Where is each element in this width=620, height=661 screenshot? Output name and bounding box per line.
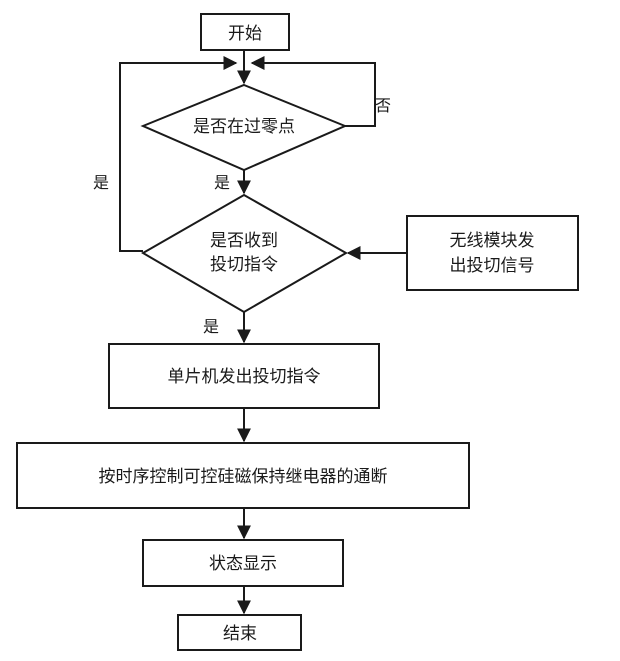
end-node [177, 614, 302, 651]
edge-label-no: 否 [375, 96, 391, 115]
zero-cross-label: 是否在过零点 [193, 117, 295, 137]
command-received-decision [141, 193, 349, 314]
mcu-command-label: 单片机发出投切指令 [168, 367, 321, 387]
wireless-module-label-line2: 出投切信号 [450, 256, 535, 276]
command-received-label-line2: 投切指令 [210, 255, 278, 275]
end-label: 结束 [223, 624, 257, 644]
wireless-module-node [406, 215, 579, 291]
status-display-node [142, 539, 344, 587]
start-label: 开始 [228, 24, 262, 44]
command-received-label-line1: 是否收到 [210, 231, 278, 251]
edge-label-yes-zero: 是 [214, 173, 230, 192]
mcu-command-node [108, 343, 380, 409]
edge-received-yes-loop [119, 56, 238, 252]
timing-control-label: 按时序控制可控硅磁保持继电器的通断 [99, 467, 388, 487]
zero-cross-decision [140, 83, 348, 172]
edge-label-yes-received: 是 [203, 317, 219, 336]
timing-control-node [16, 442, 470, 509]
edge-label-yes-loop: 是 [93, 173, 109, 192]
edge-zero-no-loop [250, 56, 376, 127]
status-display-label: 状态显示 [209, 554, 277, 574]
wireless-module-label-line1: 无线模块发 [450, 231, 535, 251]
start-node [200, 13, 290, 51]
